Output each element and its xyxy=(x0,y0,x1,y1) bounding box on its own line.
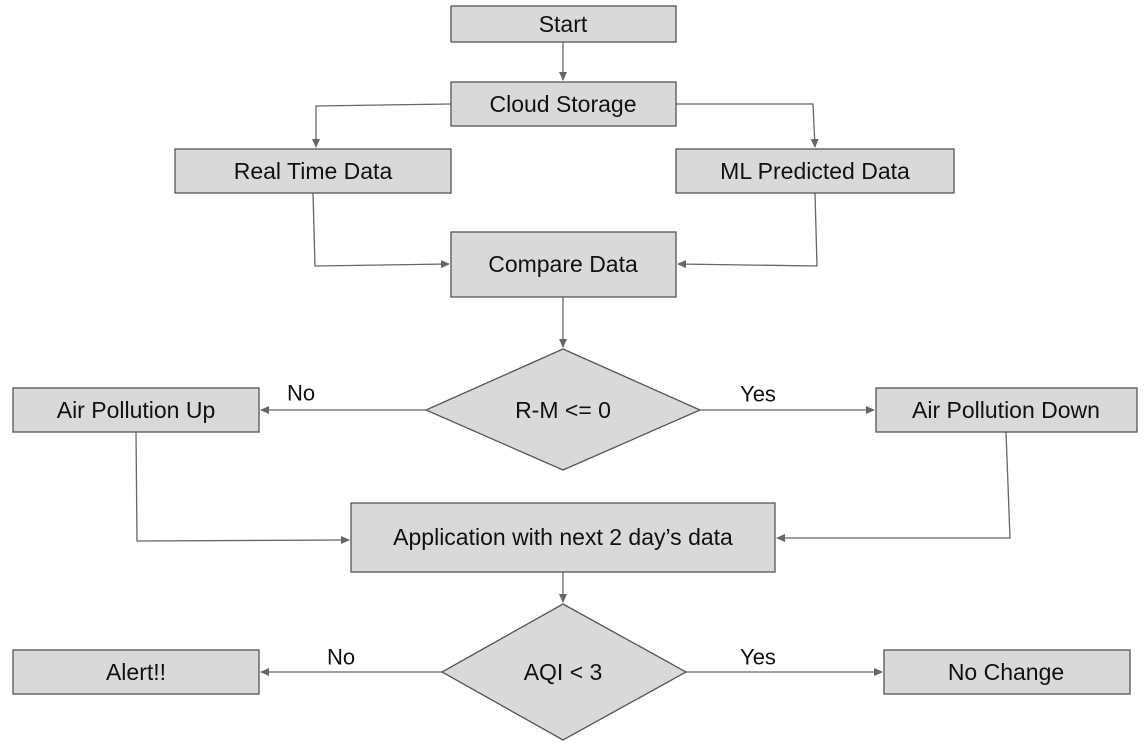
node-real-time-data-label: Real Time Data xyxy=(234,158,393,184)
node-air-pollution-down-label: Air Pollution Down xyxy=(912,397,1100,423)
node-start: Start xyxy=(450,5,677,43)
node-compare-data: Compare Data xyxy=(450,231,677,298)
edge-label-rm-yes: Yes xyxy=(740,382,776,407)
decision-rm: R-M <= 0 xyxy=(424,348,702,471)
connector-pollution-up-to-application xyxy=(135,431,350,545)
node-air-pollution-up-box xyxy=(12,387,260,433)
node-real-time-data: Real Time Data xyxy=(174,148,452,194)
node-real-time-data-box xyxy=(174,148,452,194)
node-no-change-label: No Change xyxy=(948,659,1064,685)
decision-aqi-diamond xyxy=(440,603,688,741)
node-ml-predicted-data-box xyxy=(675,148,955,194)
decision-rm-diamond xyxy=(424,348,702,471)
connector-mlpredicted-to-compare xyxy=(677,192,818,269)
decision-rm-label: R-M <= 0 xyxy=(515,397,611,423)
node-application-box xyxy=(350,502,776,573)
node-alert-label: Alert!! xyxy=(106,659,166,685)
node-cloud-storage-box xyxy=(450,81,677,127)
node-start-label: Start xyxy=(539,11,588,37)
node-air-pollution-down-box xyxy=(875,387,1138,433)
connector-cloud-to-mlpredicted xyxy=(676,103,819,148)
node-ml-predicted-data: ML Predicted Data xyxy=(675,148,955,194)
node-cloud-storage: Cloud Storage xyxy=(450,81,677,127)
connector-realtime-to-compare xyxy=(312,192,450,269)
node-compare-data-box xyxy=(450,231,677,298)
connector-cloud-to-realtime xyxy=(312,103,452,148)
edge-label-aqi-yes: Yes xyxy=(740,645,776,670)
connectors xyxy=(135,42,1011,676)
node-application: Application with next 2 day’s data xyxy=(350,502,776,573)
node-air-pollution-down: Air Pollution Down xyxy=(875,387,1138,433)
node-ml-predicted-data-label: ML Predicted Data xyxy=(720,158,910,184)
node-start-box xyxy=(450,5,677,43)
node-compare-data-label: Compare Data xyxy=(488,251,638,277)
node-application-label: Application with next 2 day’s data xyxy=(393,524,733,550)
connector-pollution-down-to-application xyxy=(776,431,1011,542)
edge-label-aqi-no: No xyxy=(327,645,355,670)
node-no-change-box xyxy=(883,649,1131,695)
node-cloud-storage-label: Cloud Storage xyxy=(489,91,636,117)
node-air-pollution-up-label: Air Pollution Up xyxy=(57,397,216,423)
node-alert-box xyxy=(12,649,260,695)
node-alert: Alert!! xyxy=(12,649,260,695)
decision-aqi-label: AQI < 3 xyxy=(524,659,603,685)
edge-label-rm-no: No xyxy=(287,381,315,406)
node-air-pollution-up: Air Pollution Up xyxy=(12,387,260,433)
node-no-change: No Change xyxy=(883,649,1131,695)
decision-aqi: AQI < 3 xyxy=(440,603,688,741)
